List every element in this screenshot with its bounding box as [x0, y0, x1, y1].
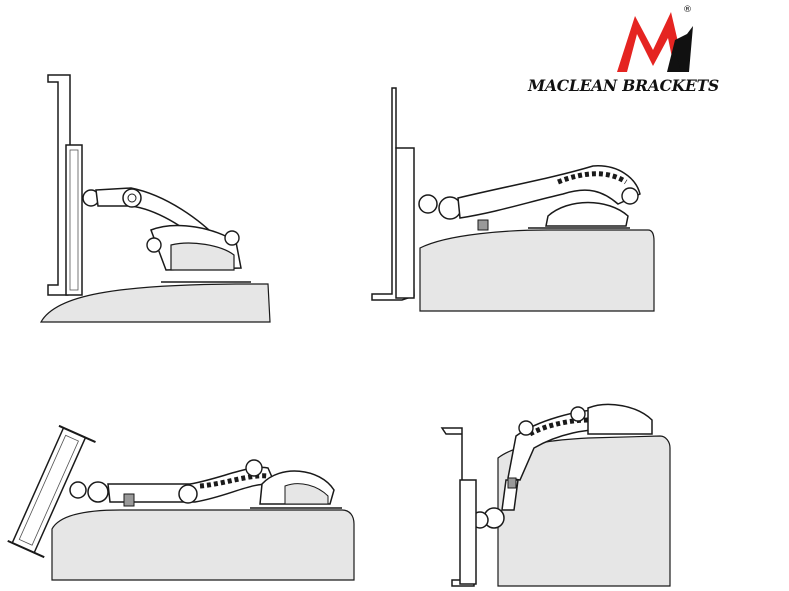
tablet-holder-mount-icon — [371, 87, 655, 312]
tablet-holder-mount-icon — [440, 403, 671, 587]
brand-wordmark: MACLEAN BRACKETS — [528, 76, 719, 95]
illustration-mount-upright-box — [368, 86, 658, 314]
registered-mark: ® — [683, 5, 692, 15]
maclean-logo: ® — [525, 0, 789, 100]
illustration-mount-tilted-desk — [0, 424, 360, 584]
tablet-holder-mount-icon — [39, 74, 271, 323]
illustration-mount-hanging-side — [438, 400, 678, 590]
tablet-holder-mount-icon — [7, 424, 355, 581]
maclean-m-logo-icon: ® — [617, 5, 693, 72]
illustration-mount-upright-low — [36, 70, 286, 330]
